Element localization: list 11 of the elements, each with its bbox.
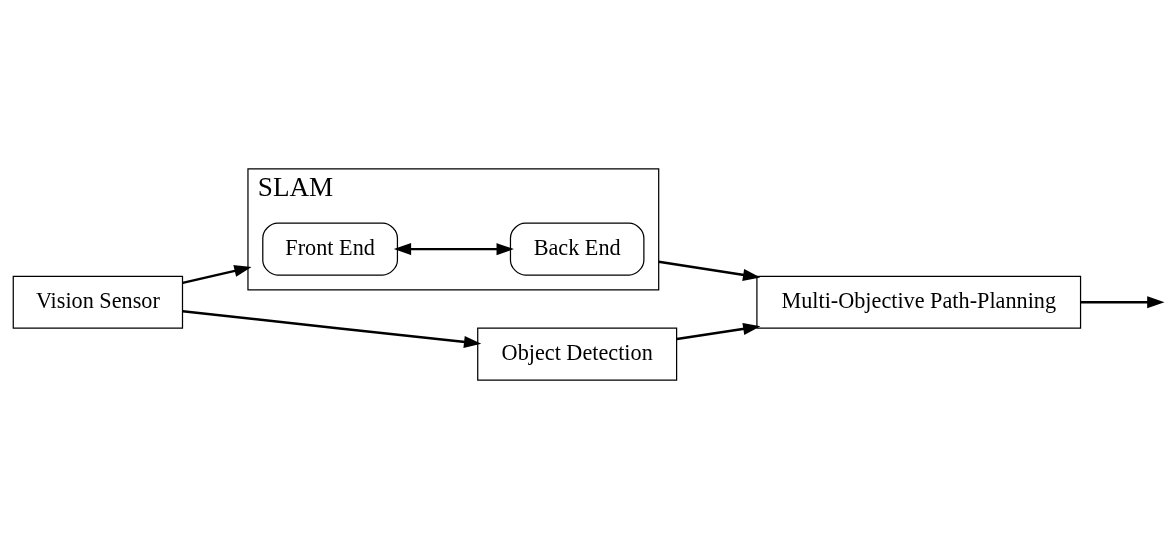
node-box: Back End — [509, 222, 645, 276]
node-box: Object Detection — [477, 327, 678, 381]
arrow — [182, 264, 252, 285]
node-box: Multi-Objective Path-Planning — [756, 275, 1082, 329]
arrow — [393, 243, 514, 256]
node-box: Front End — [262, 222, 399, 276]
arrow — [182, 310, 482, 348]
node-box: Vision Sensor — [12, 275, 184, 329]
arrow — [676, 322, 761, 341]
arrow — [1080, 296, 1165, 309]
arrow — [658, 260, 761, 281]
